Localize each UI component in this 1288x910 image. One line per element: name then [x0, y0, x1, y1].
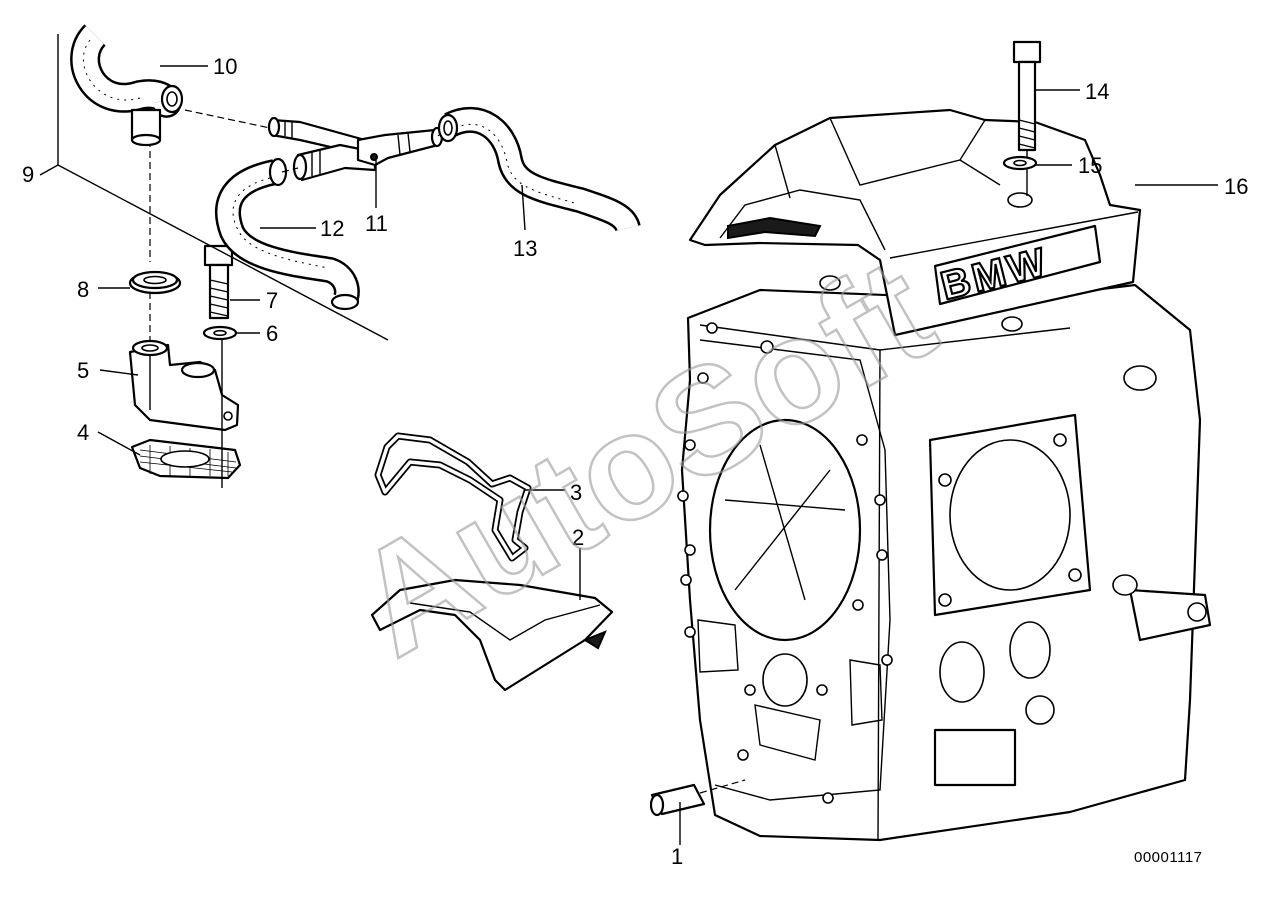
callout-labels: 1 2 3 4 5 6 7 8 9 10 11 12 13 14 15 16: [22, 54, 1248, 869]
callout-6: 6: [266, 321, 278, 346]
bolt-washer: [202, 325, 238, 341]
callout-9: 9: [22, 162, 34, 187]
callout-8: 8: [77, 277, 89, 302]
callout-14: 14: [1085, 79, 1109, 104]
callout-7: 7: [266, 288, 278, 313]
hose-z-bend: [437, 107, 641, 233]
callout-4: 4: [77, 420, 89, 445]
callout-10: 10: [213, 54, 237, 79]
hollow-bolt: [203, 244, 234, 320]
t-connector: [267, 116, 444, 182]
callout-16: 16: [1224, 174, 1248, 199]
flange-gasket: [130, 438, 242, 480]
diagram-reference-number: 00001117: [1134, 849, 1203, 866]
cover-bolt: [1012, 40, 1042, 196]
callout-3: 3: [570, 480, 582, 505]
sealing-ring: [128, 270, 182, 295]
callout-12: 12: [320, 216, 344, 241]
callout-1: 1: [671, 844, 683, 869]
hose-elbow: [70, 24, 271, 147]
hose-s-bend: [215, 157, 360, 311]
callout-13: 13: [513, 236, 537, 261]
intake-flange: [128, 339, 240, 432]
cover-washer: [1002, 155, 1038, 171]
callout-11: 11: [365, 211, 388, 236]
leader-lines: [39, 34, 1218, 845]
callout-15: 15: [1078, 153, 1102, 178]
callout-2: 2: [572, 525, 584, 550]
engine-block: [677, 275, 1212, 842]
callout-5: 5: [77, 358, 89, 383]
profile-gasket: [374, 432, 532, 562]
dowel-sleeve: [649, 779, 746, 817]
seal-half-shell: [370, 578, 614, 692]
